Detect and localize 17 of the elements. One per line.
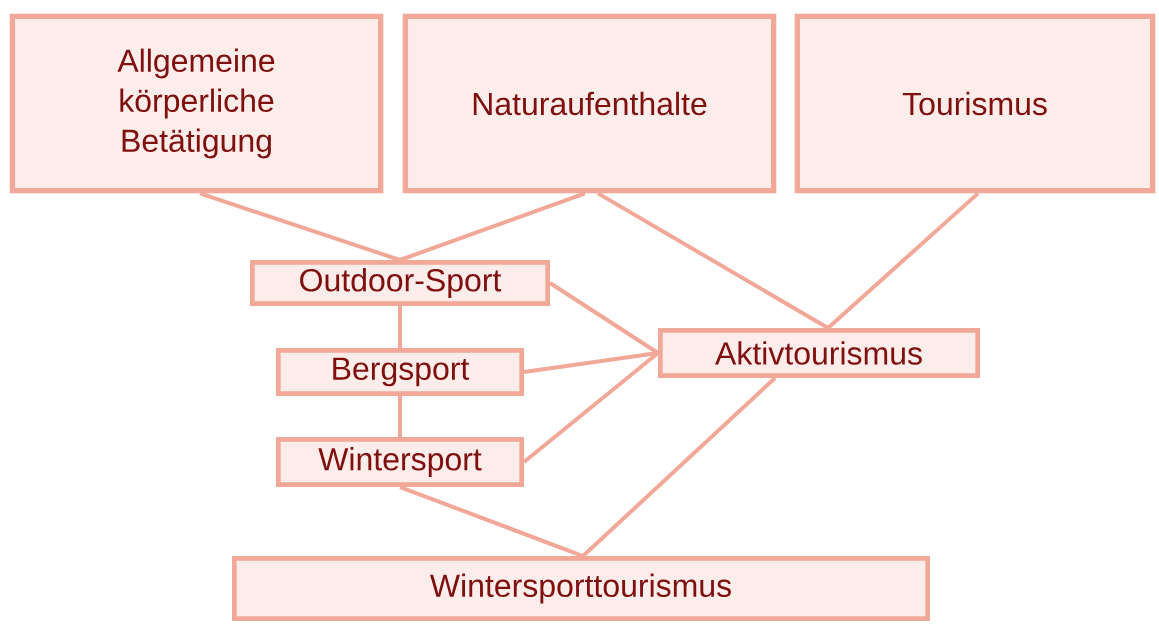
category-box: Outdoor-Sport: [250, 260, 550, 306]
connector-line: [399, 485, 584, 558]
connector-line: [399, 191, 586, 262]
connector-line: [398, 306, 402, 348]
category-box: Bergsport: [276, 348, 524, 396]
category-box: Wintersport: [276, 437, 524, 487]
category-box: Tourismus: [794, 13, 1156, 194]
category-box: Allgemeine körperliche Betätigung: [9, 13, 384, 194]
connector-line: [581, 376, 777, 558]
connector-line: [199, 191, 401, 262]
connector-line: [597, 191, 830, 330]
connector-line: [826, 191, 980, 330]
category-box: Wintersporttourismus: [232, 556, 930, 621]
category-box: Naturaufenthalte: [402, 13, 777, 194]
connector-line: [548, 281, 660, 355]
category-box: Aktivtourismus: [658, 328, 980, 378]
connector-line: [398, 396, 402, 437]
